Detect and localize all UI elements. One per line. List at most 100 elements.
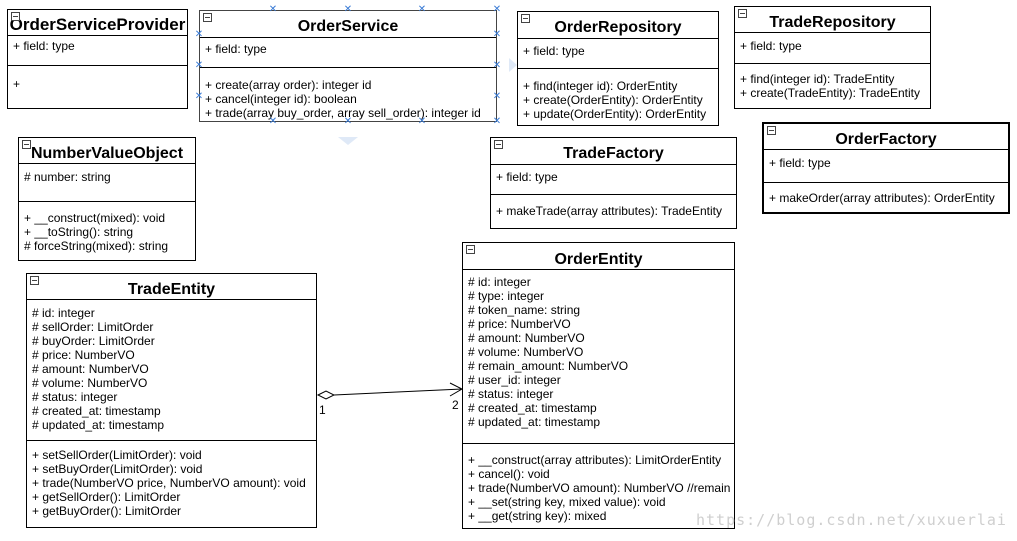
- resize-handle-icon[interactable]: ✕: [194, 91, 204, 102]
- operation: + setBuyOrder(LimitOrder): void: [32, 462, 203, 476]
- resize-handle-icon[interactable]: ✕: [492, 91, 502, 102]
- class-header[interactable]: TradeFactory: [491, 138, 736, 165]
- attributes-section[interactable]: + field: type: [735, 33, 930, 63]
- class-header[interactable]: NumberValueObject: [19, 138, 195, 164]
- class-trade-repository[interactable]: TradeRepository + field: type + find(int…: [734, 6, 931, 109]
- class-name: OrderFactory: [835, 131, 937, 148]
- attribute: + field: type: [13, 39, 75, 53]
- collapse-toggle-icon[interactable]: [203, 13, 212, 22]
- operations-section[interactable]: + makeOrder(array attributes): OrderEnti…: [764, 182, 1008, 205]
- operations-section[interactable]: + create(array order): integer id + canc…: [200, 67, 496, 120]
- operation: + trade(NumberVO price, NumberVO amount)…: [32, 476, 306, 490]
- class-header[interactable]: OrderEntity: [463, 243, 734, 270]
- attributes-section[interactable]: + field: type: [491, 165, 736, 194]
- attribute: # remain_amount: NumberVO: [468, 359, 629, 373]
- operations-section[interactable]: + __construct(array attributes): LimitOr…: [463, 443, 734, 523]
- resize-handle-icon[interactable]: ✕: [343, 116, 353, 127]
- drag-hint-right-arrow: [509, 58, 517, 72]
- resize-handle-icon[interactable]: ✕: [268, 4, 278, 15]
- class-header[interactable]: OrderService: [200, 11, 496, 38]
- resize-handle-icon[interactable]: ✕: [492, 29, 502, 40]
- operation: + __get(string key): mixed: [468, 509, 607, 523]
- operations-section[interactable]: + find(integer id): OrderEntity + create…: [518, 68, 718, 121]
- class-name: TradeFactory: [563, 145, 664, 162]
- class-name: OrderRepository: [554, 19, 682, 36]
- collapse-toggle-icon[interactable]: [11, 12, 20, 21]
- operations-section[interactable]: + find(integer id): TradeEntity + create…: [735, 63, 930, 100]
- attributes-section[interactable]: # id: integer # type: integer # token_na…: [463, 270, 734, 443]
- attribute: # created_at: timestamp: [32, 404, 161, 418]
- class-order-repository[interactable]: OrderRepository + field: type + find(int…: [517, 11, 719, 126]
- resize-handle-icon[interactable]: ✕: [417, 116, 427, 127]
- collapse-toggle-icon[interactable]: [767, 126, 776, 135]
- class-trade-factory[interactable]: TradeFactory + field: type + makeTrade(a…: [490, 137, 737, 229]
- attribute: # id: integer: [468, 275, 531, 289]
- class-header[interactable]: TradeEntity: [27, 274, 316, 300]
- attribute: + field: type: [769, 156, 831, 170]
- resize-handle-icon[interactable]: ✕: [194, 29, 204, 40]
- operations-section[interactable]: + makeTrade(array attributes): TradeEnti…: [491, 194, 736, 218]
- attributes-section[interactable]: + field: type: [200, 38, 496, 67]
- collapse-toggle-icon[interactable]: [521, 14, 530, 23]
- aggregation-line[interactable]: [333, 388, 463, 396]
- attributes-section[interactable]: # id: integer # sellOrder: LimitOrder # …: [27, 300, 316, 440]
- class-header[interactable]: OrderServiceProvider: [8, 10, 187, 36]
- operation: + create(array order): integer id: [205, 78, 372, 92]
- class-name: OrderService: [297, 18, 399, 35]
- attributes-section[interactable]: # number: string: [19, 164, 195, 201]
- attribute: # amount: NumberVO: [468, 331, 585, 345]
- attribute: + field: type: [205, 42, 267, 56]
- attribute: # buyOrder: LimitOrder: [32, 334, 155, 348]
- collapse-toggle-icon[interactable]: [494, 140, 503, 149]
- resize-handle-icon[interactable]: ✕: [194, 60, 204, 71]
- class-order-factory[interactable]: OrderFactory + field: type + makeOrder(a…: [762, 122, 1010, 214]
- operations-section[interactable]: + setSellOrder(LimitOrder): void + setBu…: [27, 440, 316, 518]
- attribute: # volume: NumberVO: [468, 345, 584, 359]
- attribute: # updated_at: timestamp: [32, 418, 165, 432]
- collapse-toggle-icon[interactable]: [30, 276, 39, 285]
- operation: + cancel(integer id): boolean: [205, 92, 357, 106]
- attributes-section[interactable]: + field: type: [764, 150, 1008, 182]
- class-header[interactable]: OrderRepository: [518, 12, 718, 39]
- operation: + makeOrder(array attributes): OrderEnti…: [769, 191, 995, 205]
- attribute: # price: NumberVO: [468, 317, 571, 331]
- operation: # forceString(mixed): string: [24, 239, 169, 253]
- multiplicity-source: 1: [319, 403, 326, 417]
- operations-section[interactable]: + __construct(mixed): void + __toString(…: [19, 201, 195, 253]
- attribute: # status: integer: [468, 387, 554, 401]
- class-header[interactable]: TradeRepository: [735, 7, 930, 33]
- resize-handle-icon[interactable]: ✕: [492, 60, 502, 71]
- operation: + __construct(mixed): void: [24, 211, 166, 225]
- class-trade-entity[interactable]: TradeEntity # id: integer # sellOrder: L…: [26, 273, 317, 528]
- class-order-entity[interactable]: OrderEntity # id: integer # type: intege…: [462, 242, 735, 529]
- collapse-toggle-icon[interactable]: [22, 140, 31, 149]
- operation: +: [13, 77, 21, 91]
- operations-section[interactable]: +: [8, 65, 187, 91]
- attribute: # created_at: timestamp: [468, 401, 597, 415]
- attribute: # volume: NumberVO: [32, 376, 148, 390]
- collapse-toggle-icon[interactable]: [738, 9, 747, 18]
- class-name: NumberValueObject: [30, 145, 184, 162]
- attribute: # amount: NumberVO: [32, 362, 149, 376]
- attributes-section[interactable]: + field: type: [8, 36, 187, 65]
- resize-handle-icon[interactable]: ✕: [492, 116, 502, 127]
- operation: + trade(NumberVO amount): NumberVO //rem…: [468, 481, 731, 495]
- attributes-section[interactable]: + field: type: [518, 39, 718, 68]
- resize-handle-icon[interactable]: ✕: [417, 4, 427, 15]
- class-header[interactable]: OrderFactory: [764, 124, 1008, 150]
- class-number-value-object[interactable]: NumberValueObject # number: string + __c…: [18, 137, 196, 261]
- resize-handle-icon[interactable]: ✕: [268, 116, 278, 127]
- attribute: # updated_at: timestamp: [468, 415, 601, 429]
- resize-handle-icon[interactable]: ✕: [492, 4, 502, 15]
- resize-handle-icon[interactable]: ✕: [343, 4, 353, 15]
- attribute: + field: type: [496, 170, 558, 184]
- operation: + __construct(array attributes): LimitOr…: [468, 453, 722, 467]
- multiplicity-target: 2: [452, 398, 459, 412]
- class-order-service[interactable]: OrderService + field: type + create(arra…: [199, 10, 497, 122]
- attribute: # price: NumberVO: [32, 348, 135, 362]
- collapse-toggle-icon[interactable]: [466, 245, 475, 254]
- class-name: TradeRepository: [769, 14, 896, 31]
- class-order-service-provider[interactable]: OrderServiceProvider + field: type +: [7, 9, 188, 109]
- operation: + trade(array buy_order, array sell_orde…: [205, 106, 481, 120]
